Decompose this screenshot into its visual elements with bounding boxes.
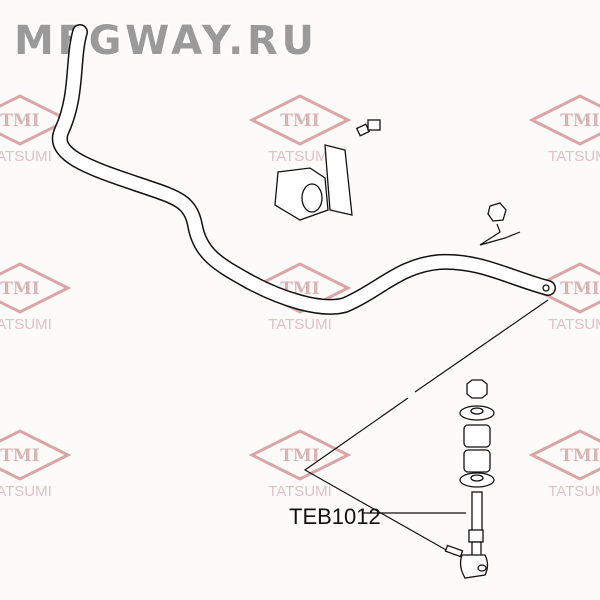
tatsumi-logo-watermark: TMI TATSUMI — [528, 429, 600, 500]
svg-text:TMI: TMI — [280, 111, 319, 131]
tatsumi-logo-watermark: TMI TATSUMI — [528, 94, 600, 165]
svg-text:TMI: TMI — [280, 446, 319, 466]
svg-text:TATSUMI: TATSUMI — [268, 316, 332, 333]
svg-text:TMI: TMI — [560, 279, 599, 299]
part-number-label: TEB1012 — [289, 504, 381, 529]
stabilizer-bar — [52, 24, 556, 315]
svg-text:TMI: TMI — [560, 111, 599, 131]
svg-text:TATSUMI: TATSUMI — [0, 316, 52, 333]
tatsumi-logo-watermark: TMI TATSUMI — [0, 94, 72, 165]
leader-line-link — [303, 397, 456, 556]
svg-text:TATSUMI: TATSUMI — [548, 148, 600, 165]
svg-text:TMI: TMI — [0, 279, 39, 299]
nut — [487, 202, 507, 222]
tatsumi-logo-watermark: TMI TATSUMI — [0, 262, 72, 333]
svg-text:TATSUMI: TATSUMI — [0, 148, 52, 165]
tatsumi-logo-watermark: TMI TATSUMI — [528, 262, 600, 333]
tatsumi-logo-watermark: TMI TATSUMI — [248, 94, 352, 165]
svg-text:TATSUMI: TATSUMI — [0, 483, 52, 500]
svg-text:TATSUMI: TATSUMI — [548, 483, 600, 500]
leader-line-nut — [479, 223, 521, 246]
svg-text:TMI: TMI — [0, 446, 39, 466]
svg-text:TMI: TMI — [560, 446, 599, 466]
megway-watermark: MEGWAY.RU — [14, 18, 314, 64]
stabilizer-link — [444, 379, 495, 579]
svg-text:TATSUMI: TATSUMI — [268, 148, 332, 165]
svg-text:TATSUMI: TATSUMI — [548, 316, 600, 333]
tatsumi-logo-watermark: TMI TATSUMI — [248, 429, 352, 500]
tatsumi-watermarks: TMI TATSUMI TMI TATSUMI TMI TATSUMI TMI TATSUMI… — [0, 94, 600, 500]
bolt — [355, 119, 381, 137]
svg-text:TATSUMI: TATSUMI — [268, 483, 332, 500]
tatsumi-logo-watermark: TMI TATSUMI — [0, 429, 72, 500]
leader-line-bar — [414, 299, 549, 393]
bar-bushing-bracket — [274, 144, 353, 221]
svg-text:TMI: TMI — [0, 111, 39, 131]
